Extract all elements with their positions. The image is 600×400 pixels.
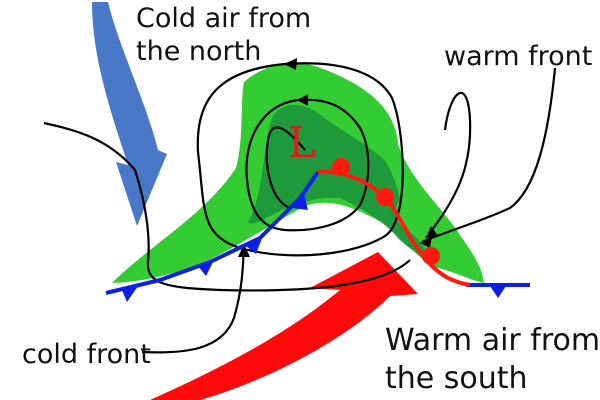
pointer-arrowhead-cold [238, 244, 250, 257]
cold-front [105, 170, 530, 302]
cold-front-triangle [246, 238, 262, 254]
cold-front-triangle [122, 286, 138, 302]
isobar-inner [265, 126, 306, 210]
cold-front-pointer-line [141, 243, 246, 354]
warm-front-semicircle [376, 188, 394, 206]
isobar-arrowhead [284, 58, 297, 70]
cold-front-line [105, 170, 320, 295]
cold-air-label: Cold air from the north [136, 3, 312, 67]
isobar-arrowhead-inner [297, 94, 308, 106]
isobar-wide [43, 121, 411, 292]
warm-air-arrow [150, 252, 418, 400]
pointer-arrowhead-warm-2 [420, 236, 432, 248]
warm-front-label: warm front [444, 41, 593, 72]
cold-front-triangle [292, 194, 308, 210]
isobars [43, 62, 557, 354]
cold-air-arrow [92, 2, 167, 226]
low-pressure-label: L [288, 118, 316, 167]
isobar-outer [196, 62, 404, 257]
cold-front-label: cold front [22, 339, 151, 370]
warm-front-semicircle [422, 247, 440, 265]
warm-front-pointer-line [425, 91, 472, 239]
cold-front-triangle [490, 286, 506, 298]
pointer-arrowhead-warm [426, 226, 438, 238]
warm-front-semicircle [332, 158, 350, 176]
warm-front-line [317, 169, 471, 287]
warm-front [317, 158, 471, 287]
cloud-band-dark [248, 105, 432, 260]
warm-front-pointer-line-2 [421, 67, 557, 244]
isobar-middle [245, 98, 370, 232]
warm-air-label: Warm air from the south [385, 323, 600, 396]
cold-front-triangle [198, 260, 214, 276]
